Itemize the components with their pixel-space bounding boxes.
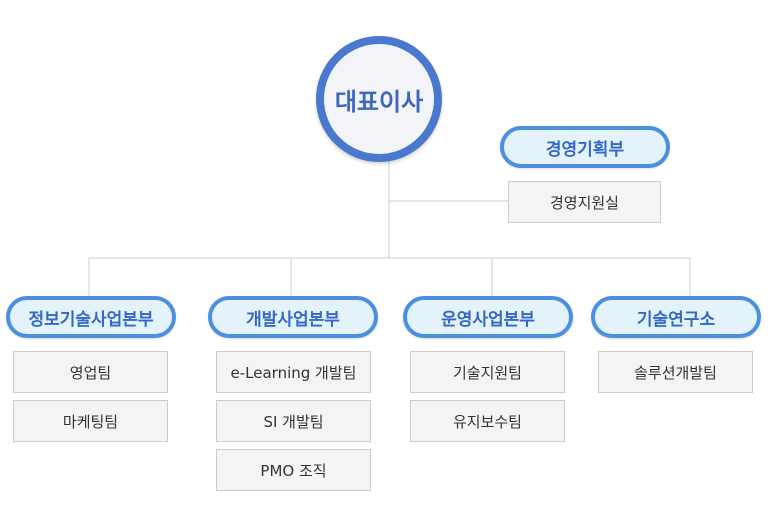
- team-node: 마케팅팀: [13, 400, 168, 442]
- ceo-node: 대표이사: [316, 36, 442, 162]
- team-node: 영업팀: [13, 351, 168, 393]
- team-label: 마케팅팀: [62, 412, 119, 431]
- team-label: PMO 조직: [260, 461, 327, 480]
- ceo-label: 대표이사: [334, 87, 424, 116]
- team-node: 기술지원팀: [410, 351, 565, 393]
- team-node: 솔루션개발팀: [598, 351, 753, 393]
- planning-dept-label: 경영기획부: [545, 139, 625, 160]
- team-node: e-Learning 개발팀: [216, 351, 371, 393]
- division-label: 정보기술사업본부: [28, 309, 154, 330]
- team-label: 영업팀: [69, 363, 112, 382]
- division-label: 기술연구소: [636, 309, 716, 330]
- team-node: 유지보수팀: [410, 400, 565, 442]
- team-node: PMO 조직: [216, 449, 371, 491]
- division-label: 운영사업본부: [441, 309, 535, 330]
- team-node: SI 개발팀: [216, 400, 371, 442]
- planning-dept-node: 경영기획부: [500, 126, 670, 168]
- team-label: e-Learning 개발팀: [230, 363, 357, 382]
- division-node-2: 개발사업본부: [208, 296, 378, 338]
- team-label: SI 개발팀: [263, 412, 324, 431]
- team-label: 기술지원팀: [452, 363, 522, 382]
- division-label: 개발사업본부: [246, 309, 340, 330]
- planning-sub-label: 경영지원실: [549, 193, 619, 212]
- planning-sub-node: 경영지원실: [508, 181, 661, 223]
- team-label: 유지보수팀: [452, 412, 522, 431]
- division-node-3: 운영사업본부: [403, 296, 573, 338]
- team-label: 솔루션개발팀: [634, 363, 717, 382]
- division-node-1: 정보기술사업본부: [6, 296, 176, 338]
- division-node-4: 기술연구소: [591, 296, 761, 338]
